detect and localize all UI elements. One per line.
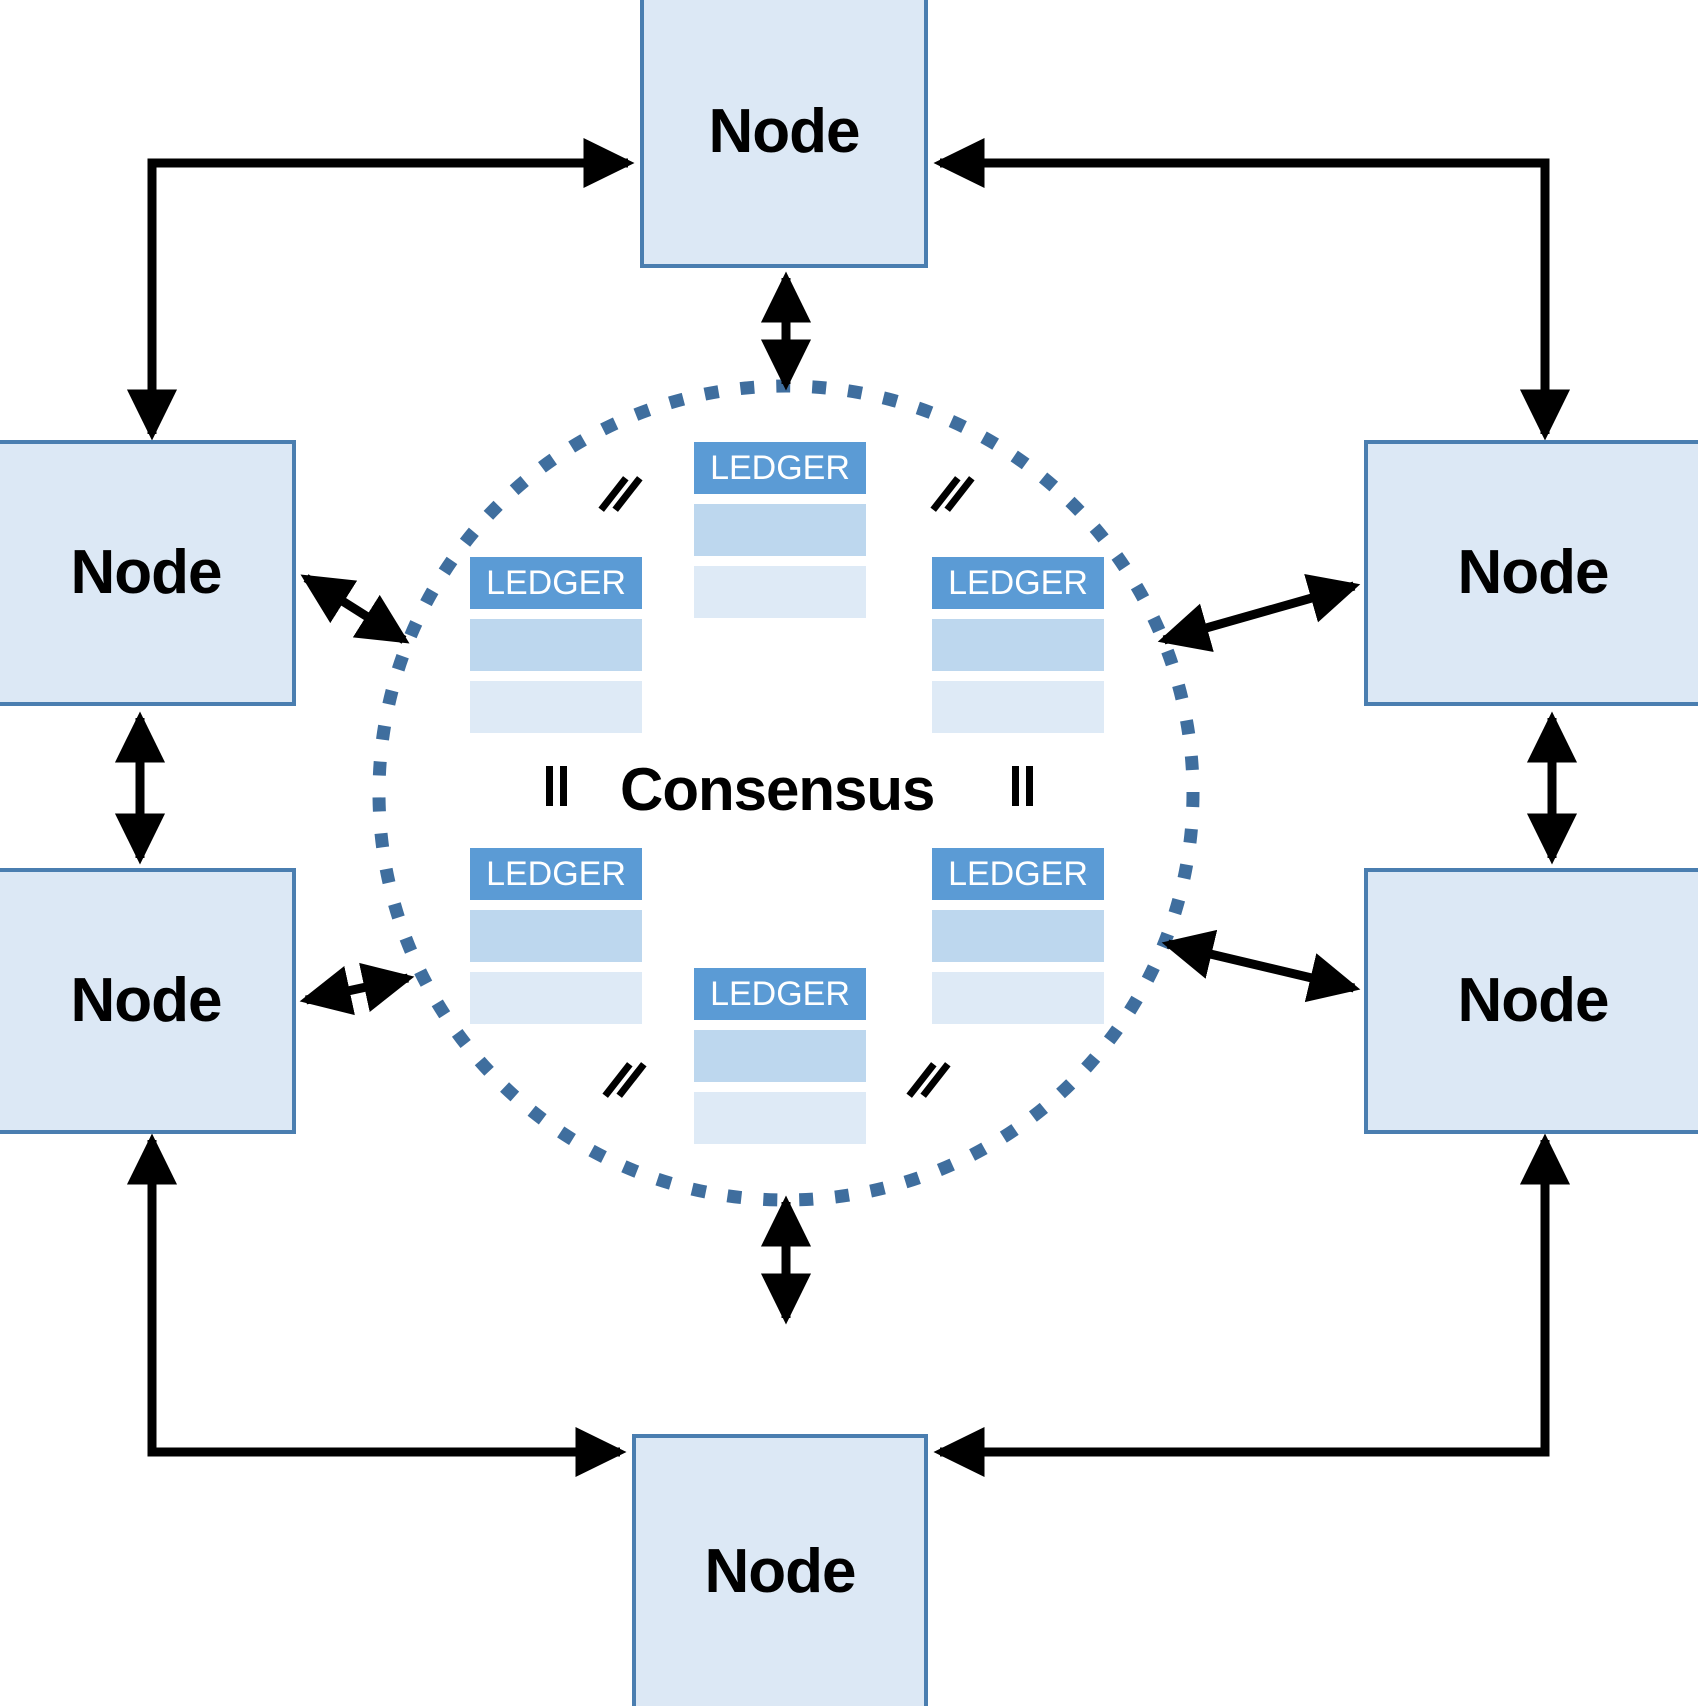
ledger-row-primary: [932, 910, 1104, 962]
ledger-row-secondary: [470, 972, 642, 1024]
node-box-right-lower[interactable]: Node: [1364, 868, 1698, 1134]
ledger-row-primary: [694, 1030, 866, 1082]
node-box-right-upper[interactable]: Node: [1364, 440, 1698, 706]
node-box-bottom[interactable]: Node: [632, 1434, 928, 1706]
arrow-bottomnode-to-bottomright: [933, 1133, 1571, 1478]
arrow-leftupper-to-circle: [300, 574, 410, 644]
node-label: Node: [1457, 538, 1610, 607]
ledger-row-secondary: [932, 972, 1104, 1024]
ledger-card-lower-left[interactable]: LEDGER: [470, 848, 642, 1024]
ledger-row-primary: [470, 619, 642, 671]
ledger-row-primary: [694, 504, 866, 556]
equals-icon-mid-left: [536, 766, 580, 810]
node-label: Node: [70, 538, 223, 607]
equals-icon-bottom-left: [602, 1060, 648, 1104]
ledger-header-label: LEDGER: [470, 848, 642, 900]
node-label: Node: [1457, 966, 1610, 1035]
arrow-topnode-to-topright: [933, 137, 1571, 441]
arrow-bottomleft-to-bottomnode: [126, 1133, 627, 1478]
equals-icon-top-left: [598, 474, 644, 518]
ledger-card-bottom[interactable]: LEDGER: [694, 968, 866, 1144]
ledger-card-top[interactable]: LEDGER: [694, 442, 866, 618]
ledger-card-upper-right[interactable]: LEDGER: [932, 557, 1104, 733]
ledger-header-label: LEDGER: [932, 557, 1104, 609]
ledger-row-secondary: [470, 681, 642, 733]
node-box-left-lower[interactable]: Node: [0, 868, 296, 1134]
equals-icon-top-right: [930, 474, 976, 518]
ledger-header-label: LEDGER: [694, 442, 866, 494]
node-box-top[interactable]: Node: [640, 0, 928, 268]
ledger-card-lower-right[interactable]: LEDGER: [932, 848, 1104, 1024]
equals-icon-mid-right: [1002, 766, 1046, 810]
ledger-row-primary: [470, 910, 642, 962]
node-label: Node: [704, 1537, 857, 1606]
arrow-leftlower-to-circle: [299, 962, 415, 1016]
node-label: Node: [70, 966, 223, 1035]
ledger-row-secondary: [694, 566, 866, 618]
ledger-row-secondary: [694, 1092, 866, 1144]
ledger-card-upper-left[interactable]: LEDGER: [470, 557, 642, 733]
equals-icon-bottom-right: [906, 1060, 952, 1104]
ledger-row-secondary: [932, 681, 1104, 733]
node-label: Node: [708, 97, 861, 166]
ledger-header-label: LEDGER: [694, 968, 866, 1020]
ledger-header-label: LEDGER: [932, 848, 1104, 900]
ledger-header-label: LEDGER: [470, 557, 642, 609]
arrow-rightlower-to-circle: [1161, 929, 1361, 1003]
ledger-row-primary: [932, 619, 1104, 671]
consensus-label: Consensus: [620, 756, 935, 823]
arrow-topleft-to-topnode: [126, 137, 635, 441]
node-box-left-upper[interactable]: Node: [0, 440, 296, 706]
arrow-rightupper-to-circle: [1157, 574, 1361, 652]
